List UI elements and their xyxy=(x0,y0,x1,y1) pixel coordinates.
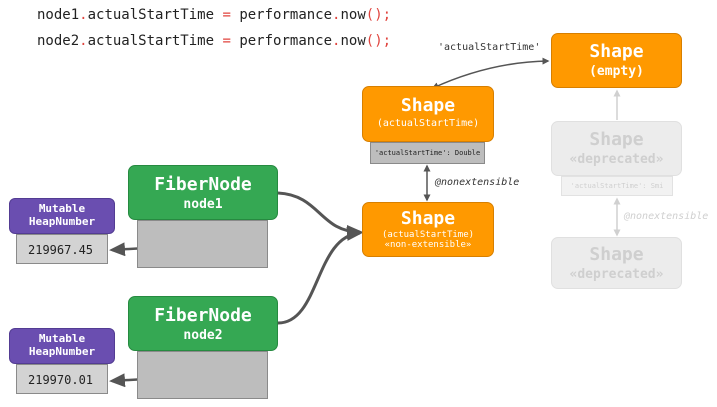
fiber-node-1-title: FiberNode xyxy=(154,174,252,195)
fiber-node-2-subtitle: node2 xyxy=(183,328,223,343)
shape-empty-title: Shape xyxy=(589,41,644,62)
shape-empty: Shape (empty) xyxy=(551,33,682,88)
heap-number-1-value: 219967.45 xyxy=(16,234,108,264)
code-line-1: node1.actualStartTime = performance.now(… xyxy=(37,7,392,23)
heap-number-2: Mutable HeapNumber xyxy=(9,328,115,364)
fiber-node-2-title: FiberNode xyxy=(154,305,252,326)
fiber-node-1-subtitle: node1 xyxy=(183,197,223,212)
node1-shape-edge xyxy=(277,191,363,239)
shape-deprecated-2-subtitle: «deprecated» xyxy=(569,267,664,282)
shape-non-extensible: Shape (actualStartTime) «non-extensible» xyxy=(362,202,494,257)
fiber-node-1-body xyxy=(137,220,268,268)
shape-deprecated-2-title: Shape xyxy=(589,244,644,265)
code-line-2: node2.actualStartTime = performance.now(… xyxy=(37,33,392,49)
shape-empty-subtitle: (empty) xyxy=(589,64,644,79)
nonextensible-faded-label: @nonextensible xyxy=(624,211,709,222)
fiber-node-2-body xyxy=(137,351,268,399)
shape-deprecated-1-subtitle: «deprecated» xyxy=(569,152,664,167)
shape-actual-field: 'actualStartTime': Double xyxy=(370,142,485,164)
shape-deprecated-1: Shape «deprecated» xyxy=(551,121,682,176)
shape-deprecated-1-field: 'actualStartTime': Smi xyxy=(561,176,673,196)
shape-nonext-subtitle2: «non-extensible» xyxy=(384,240,472,250)
transition-arrow xyxy=(431,57,550,89)
shape-deprecated-1-title: Shape xyxy=(589,129,644,150)
fiber-node-2: FiberNode node2 xyxy=(128,296,278,351)
nonextensible-label: @nonextensible xyxy=(435,177,520,188)
shape-actual-start-time: Shape (actualStartTime) xyxy=(362,86,494,142)
fiber-node-1: FiberNode node1 xyxy=(128,165,278,220)
heap-number-2-value: 219970.01 xyxy=(16,364,108,394)
shape-nonext-title: Shape xyxy=(400,208,456,229)
shape-nonext-subtitle: (actualStartTime) xyxy=(381,230,475,240)
transition-label: 'actualStartTime' xyxy=(438,42,541,53)
shape-deprecated-2: Shape «deprecated» xyxy=(551,237,682,289)
shape-actual-subtitle: (actualStartTime) xyxy=(376,118,480,129)
heap-number-1: Mutable HeapNumber xyxy=(9,198,115,234)
node2-shape-edge xyxy=(277,226,363,325)
shape-actual-title: Shape xyxy=(400,95,456,116)
